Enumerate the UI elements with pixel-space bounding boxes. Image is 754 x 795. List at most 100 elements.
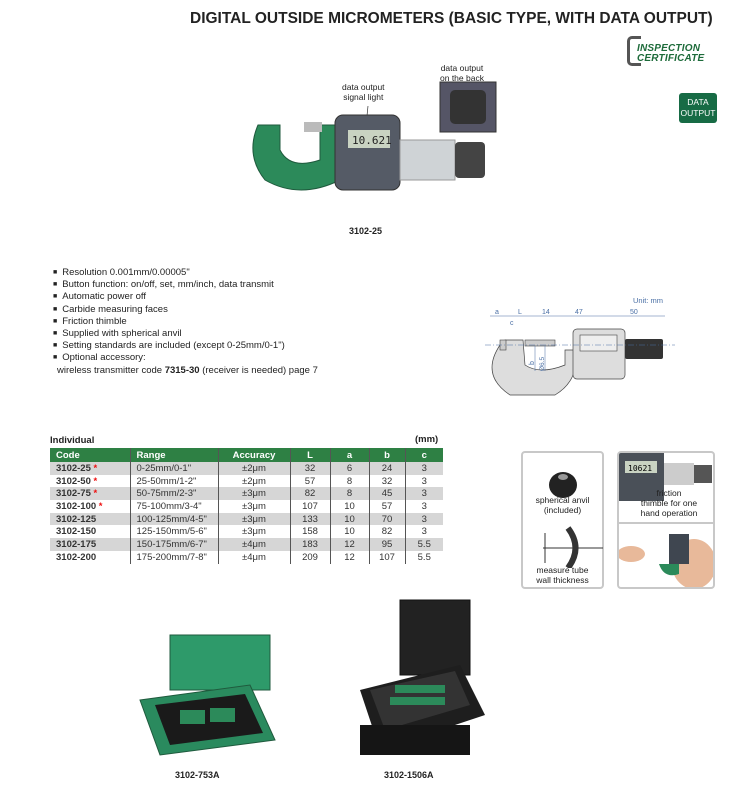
b-cell: 107 [369,550,406,564]
range-cell: 75-100mm/3-4" [130,500,219,513]
a-cell: 6 [330,462,370,475]
data-output-badge: DATA OUTPUT [679,93,717,123]
range-cell: 175-200mm/7-8" [130,550,219,564]
table-section-title: Individual [50,435,95,446]
dim-L: L [518,309,522,316]
L-cell: 158 [290,525,331,539]
header-range: Range [130,448,219,462]
dim-c: c [510,320,514,327]
set-753a-image [139,634,276,756]
range-cell: 150-175mm/6-7" [130,538,219,551]
svg-text:10621: 10621 [628,464,652,473]
L-cell: 107 [290,500,331,513]
b-cell: 95 [369,538,406,551]
dim-50: 50 [630,309,638,316]
friction-thimble-image: 10621 [619,453,712,501]
a-cell: 10 [330,500,370,513]
feature-item: Friction thimble [53,316,318,328]
a-cell: 12 [330,538,370,551]
anvil-caption: spherical anvil(included) [535,495,590,515]
set-1506a-caption: 3102-1506A [384,770,434,780]
range-cell: 25-50mm/1-2" [130,474,219,488]
code-cell: 3102-200 [50,550,131,564]
dim-diameter: Ø6.5 [539,357,546,371]
c-cell: 5.5 [405,538,443,551]
L-cell: 209 [290,550,331,564]
L-cell: 133 [290,512,331,526]
code-cell: 3102-125 [50,512,131,526]
micrometer-product-image: 10.621 [252,81,497,191]
acc-cell: ±2μm [218,462,291,475]
c-cell: 3 [405,462,443,475]
b-cell: 70 [369,512,406,526]
feature-item: Supplied with spherical anvil [53,328,318,340]
a-cell: 10 [330,512,370,526]
feature-item: Resolution 0.001mm/0.00005" [53,267,318,279]
code-cell: 3102-75 * [50,487,131,501]
feature-continuation: wireless transmitter code 7315-30 (recei… [57,364,318,376]
acc-cell: ±3μm [218,500,291,513]
acc-cell: ±4μm [218,538,291,551]
hand-operation-image [619,534,713,587]
b-cell: 57 [369,500,406,513]
b-cell: 45 [369,487,406,501]
header-b: b [369,448,406,462]
a-cell: 8 [330,487,370,501]
a-cell: 12 [330,550,370,564]
dim-14: 14 [542,309,550,316]
feature-item: Automatic power off [53,291,318,303]
L-cell: 82 [290,487,331,501]
header-accuracy: Accuracy [218,448,291,462]
code-cell: 3102-100 * [50,500,131,513]
header-code: Code [50,448,131,462]
unit-label: Unit: mm [633,296,663,305]
L-cell: 32 [290,462,331,475]
feature-item: Setting standards are included (except 0… [53,340,318,352]
c-cell: 3 [421,475,427,487]
set-1506a-image [360,599,485,755]
header-L: L [290,448,331,462]
L-cell: 183 [290,538,331,551]
c-cell: 3 [421,526,427,538]
dim-b: b [529,361,536,365]
spherical-anvil-image [549,472,577,498]
acc-cell: ±3μm [218,512,291,526]
feature-list: Resolution 0.001mm/0.00005"Button functi… [53,267,318,377]
header-a: a [330,448,370,462]
dimension-drawing: a L 14 47 50 c b Ø6.5 [485,309,675,396]
tube-measure-image [543,526,603,568]
dim-a: a [495,309,499,316]
divider [619,522,713,524]
feature-item: Optional accessory: [53,352,318,364]
feature-item: Carbide measuring faces [53,304,318,316]
a-cell: 10 [330,525,370,539]
acc-cell: ±3μm [218,525,291,539]
a-cell: 8 [330,474,370,488]
range-cell: 125-150mm/5-6" [130,525,219,539]
acc-cell: ±2μm [218,474,291,488]
table-unit: (mm) [415,434,439,445]
c-cell: 3 [405,512,443,526]
dim-47: 47 [575,309,583,316]
b-cell: 82 [369,525,406,539]
code-cell: 3102-150 [50,525,131,539]
code-cell: 3102-175 [50,538,131,551]
b-cell: 32 [369,474,406,488]
code-cell: 3102-50 * [50,474,131,488]
acc-cell: ±3μm [218,487,291,501]
